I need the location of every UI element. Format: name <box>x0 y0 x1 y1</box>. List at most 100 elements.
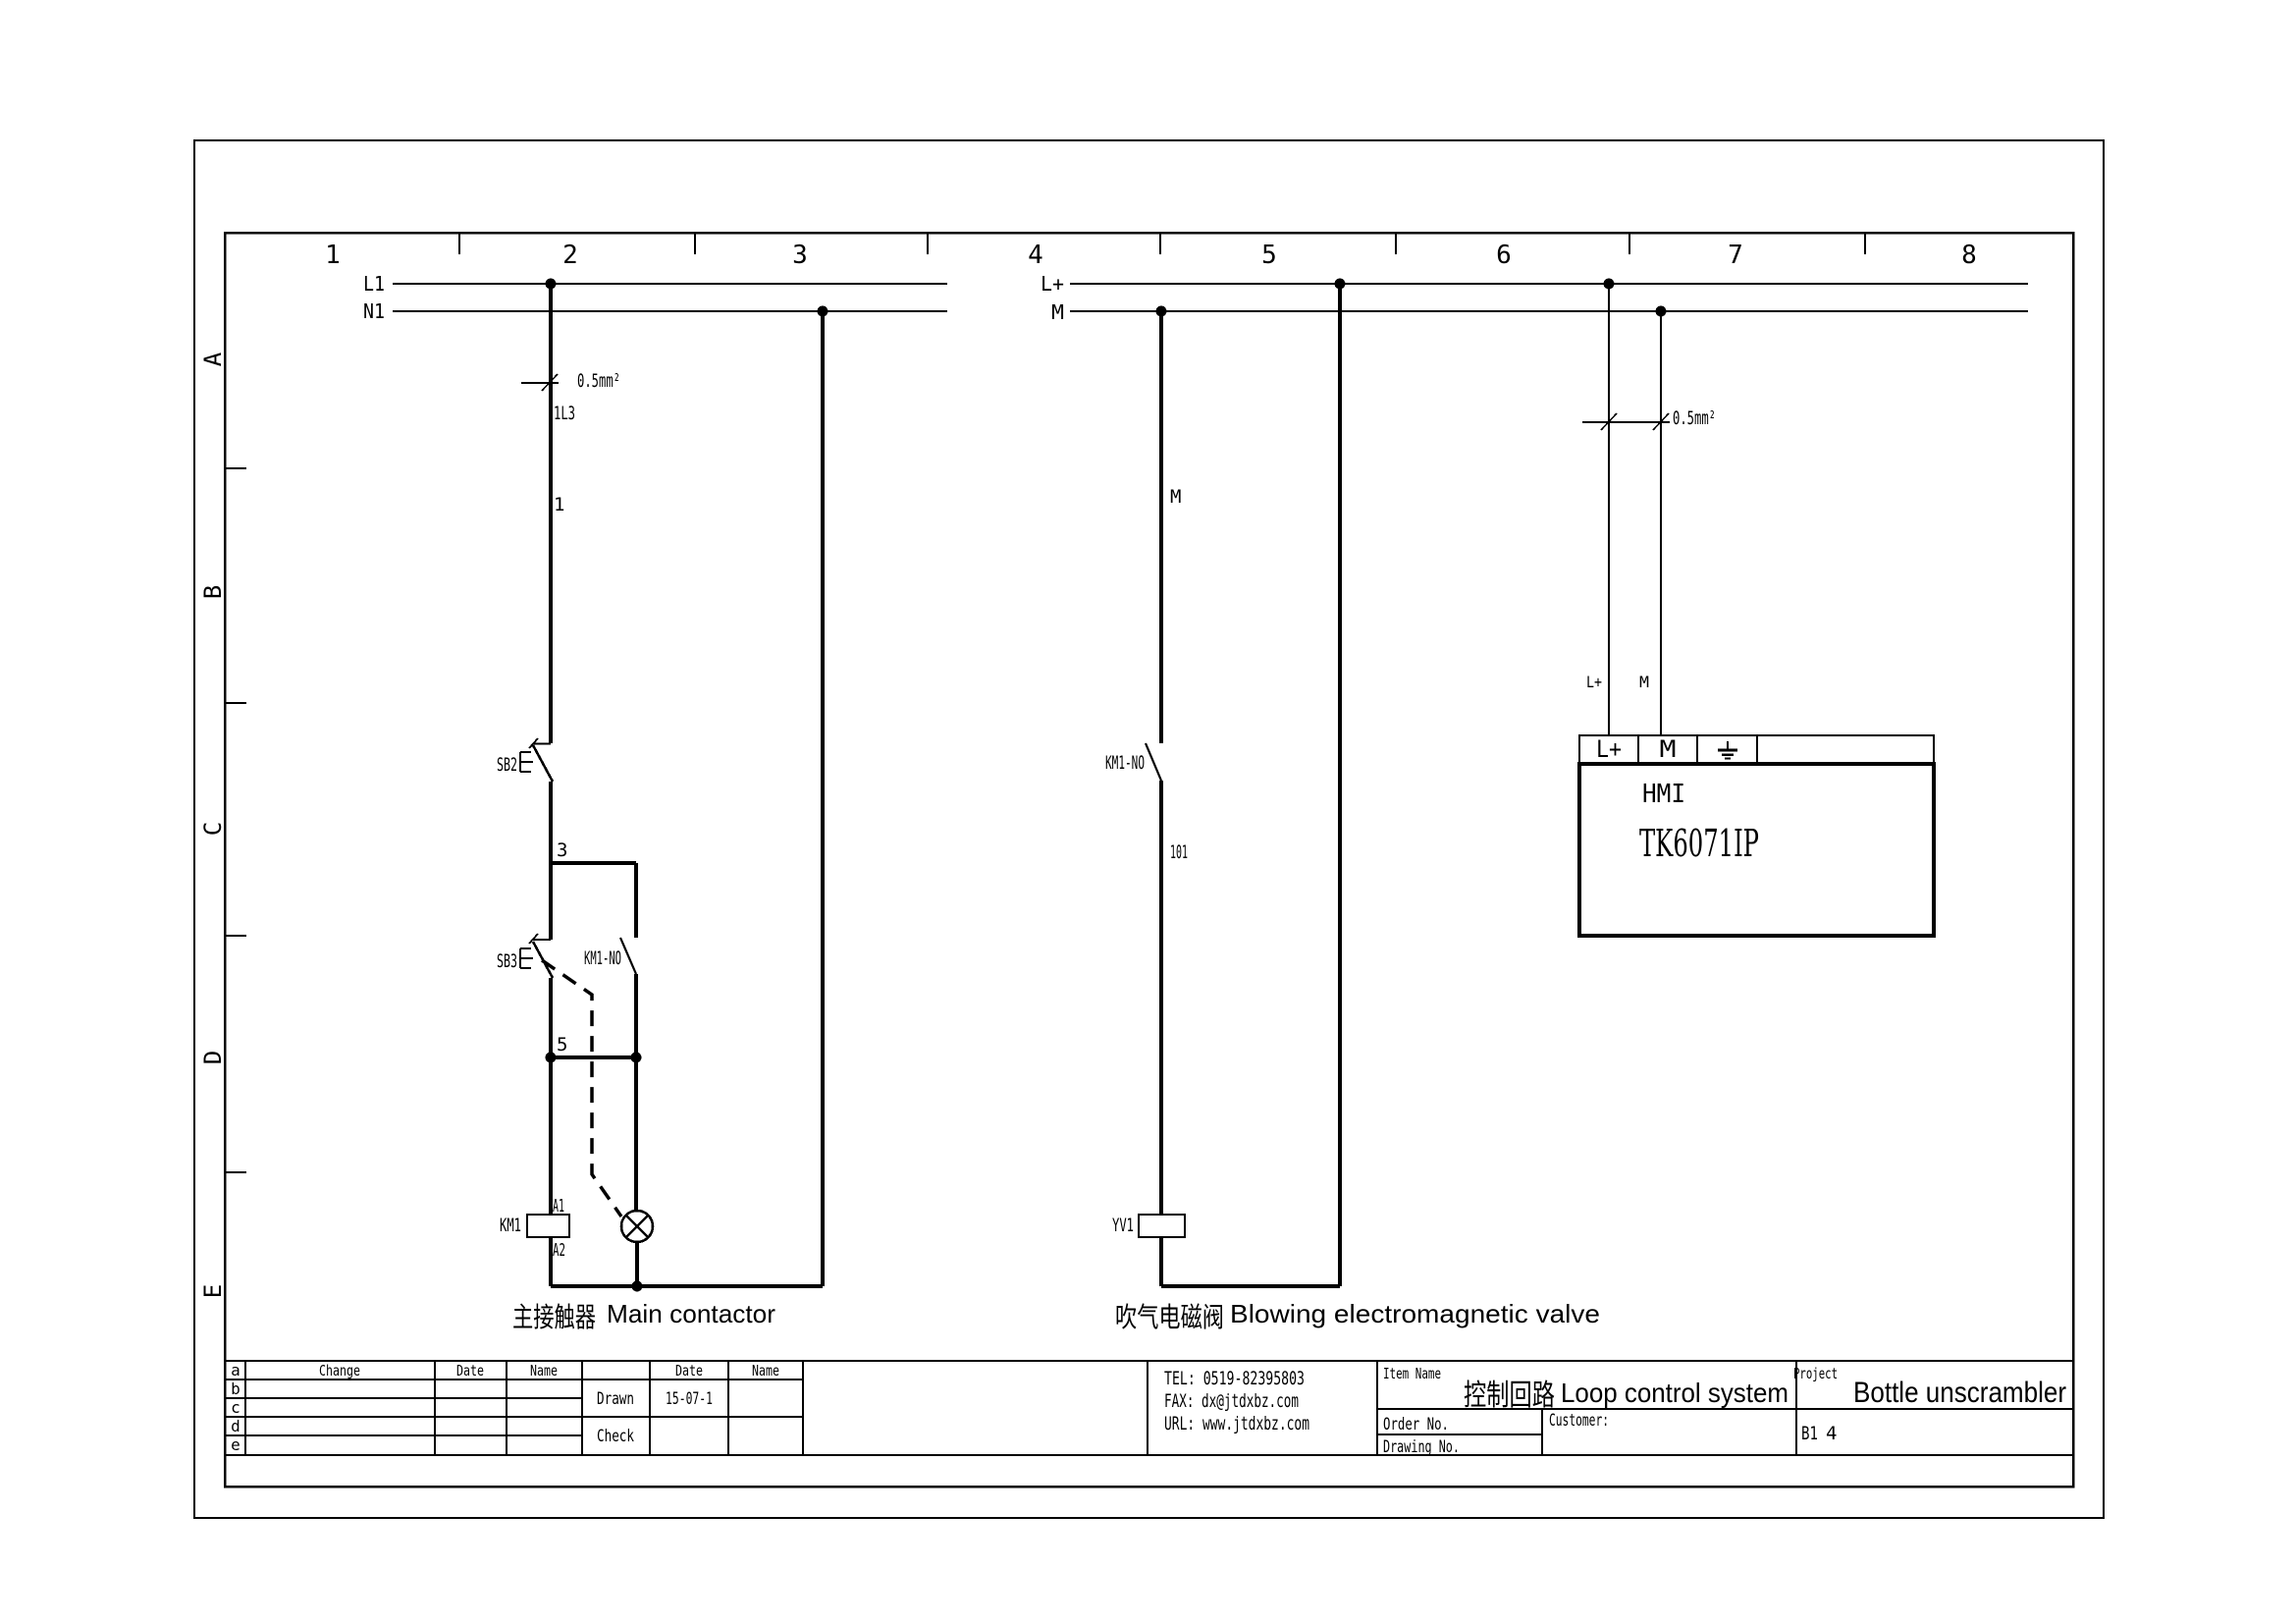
hmi-terminal-m: M <box>1660 735 1677 763</box>
yv1-coil <box>1137 1213 1187 1239</box>
hmi-body <box>1577 762 1936 938</box>
caption-cn: 主接触器 <box>512 1301 596 1333</box>
wire-number: 5 <box>557 1034 567 1055</box>
bus-n1-label: N1 <box>363 299 385 323</box>
km1no-blade <box>618 937 638 975</box>
junction-dot <box>817 305 828 317</box>
bus-m-label: M <box>1051 300 1064 324</box>
km1no-label: KM1-NO <box>1105 752 1145 774</box>
drawing-no-label: Drawing No. <box>1383 1437 1460 1457</box>
company-fax: FAX: dx@jtdxbz.com <box>1164 1390 1299 1412</box>
wire-number: 1 <box>554 494 564 515</box>
junction-dot <box>545 1052 557 1063</box>
appr-header-date: Date <box>675 1362 703 1380</box>
drawing-frame <box>193 139 2105 1519</box>
column-label: 7 <box>1728 241 1743 270</box>
company-tel: TEL: 0519-82395803 <box>1164 1368 1305 1389</box>
wire-gauge-label: 0.5mm² <box>1673 407 1716 429</box>
junction-dot <box>1155 305 1167 317</box>
column-label: 3 <box>792 241 808 270</box>
row-ticks <box>225 467 246 1173</box>
rev-row-letter: a <box>231 1361 240 1380</box>
row-label: A <box>199 352 227 366</box>
rev-row-letter: c <box>231 1398 240 1417</box>
junction-dot <box>1655 305 1667 317</box>
item-name-label: Item Name <box>1383 1365 1441 1382</box>
column-label: 6 <box>1496 241 1512 270</box>
company-url: URL: www.jtdxbz.com <box>1164 1413 1309 1434</box>
terminal-a2-label: A2 <box>553 1240 565 1261</box>
row-label: E <box>199 1284 227 1298</box>
column-label: 5 <box>1261 241 1277 270</box>
bus-lplus-label: L+ <box>1041 272 1064 296</box>
junction-dot <box>1334 278 1346 290</box>
hmi-wire-m-label: M <box>1639 673 1649 691</box>
bus-l1-label: L1 <box>363 272 385 296</box>
rev-row-letter: e <box>231 1435 240 1454</box>
drawn-label: Drawn <box>597 1389 634 1409</box>
lamp-icon <box>619 1209 655 1244</box>
km1no-label: KM1-NO <box>584 947 621 969</box>
column-label: 8 <box>1961 241 1977 270</box>
junction-dot <box>545 278 557 290</box>
rev-header-change: Change <box>319 1362 360 1380</box>
wire-number: 101 <box>1170 841 1188 863</box>
wire-number: 3 <box>557 839 567 861</box>
drawn-date: 15-07-1 <box>666 1389 713 1409</box>
sb2-actuator-icon <box>518 750 533 774</box>
column-label: 2 <box>562 241 578 270</box>
hmi-wire-lplus-label: L+ <box>1586 673 1602 691</box>
item-name-cn: 控制回路 <box>1464 1379 1555 1413</box>
yv1-label: YV1 <box>1112 1215 1134 1236</box>
outer-border <box>193 139 2105 1519</box>
km1-label: KM1 <box>500 1215 521 1236</box>
column-label: 4 <box>1028 241 1043 270</box>
hmi-name: HMI <box>1642 780 1685 809</box>
hmi-block: L+ M HMI TK6071IP <box>1577 734 1936 938</box>
terminal-a1-label: A1 <box>553 1196 564 1217</box>
item-name-en: Loop control system <box>1561 1378 1789 1408</box>
check-label: Check <box>597 1427 634 1446</box>
row-ruler: A B C D E <box>199 352 227 1298</box>
sb3-contact <box>518 933 555 979</box>
row-label: B <box>199 585 227 599</box>
ground-icon <box>1718 741 1737 760</box>
rev-row-letter: b <box>231 1380 240 1398</box>
caption-en: Blowing electromagnetic valve <box>1230 1299 1600 1328</box>
junction-dot <box>630 1052 642 1063</box>
column-ticks <box>458 233 1866 254</box>
gauge-marker <box>1582 412 1670 431</box>
doc-sheet: 4 <box>1826 1423 1837 1444</box>
sb2-contact <box>518 737 555 783</box>
wire-number: M <box>1170 486 1181 508</box>
column-ruler: 1 2 3 4 5 6 7 8 <box>325 241 1977 270</box>
caption-en: Main contactor <box>607 1299 775 1328</box>
right-circuit: L+ M M KM1-NO 101 YV1 L+ M 0.5mm² 吹气电磁阀 … <box>1041 272 2028 1333</box>
junction-dot <box>631 1280 643 1292</box>
tb-verticals <box>244 1361 1797 1455</box>
km1-coil <box>525 1213 571 1239</box>
wire-number: 1L3 <box>554 403 575 424</box>
sb3-label: SB3 <box>497 950 517 972</box>
left-circuit: L1 N1 0.5mm² 1L3 1 SB2 3 SB3 KM1-NO 5 KM… <box>363 272 947 1333</box>
km1no-blade <box>1144 742 1163 782</box>
rev-header-name: Name <box>530 1362 558 1380</box>
hmi-model: TK6071IP <box>1639 822 1759 865</box>
project-label: Project <box>1793 1365 1838 1382</box>
project-name: Bottle unscrambler <box>1853 1377 2066 1409</box>
row-label: C <box>199 822 227 836</box>
sb3-actuator-icon <box>518 947 533 970</box>
caption-cn: 吹气电磁阀 <box>1115 1301 1224 1333</box>
wire-gauge-label: 0.5mm² <box>577 370 620 392</box>
sb2-label: SB2 <box>497 754 517 776</box>
row-label: D <box>199 1051 227 1064</box>
tb-horizontals <box>225 1379 2073 1436</box>
junction-dot <box>1603 278 1615 290</box>
mechanical-link <box>541 958 623 1218</box>
rev-row-letter: d <box>231 1417 240 1435</box>
appr-header-name: Name <box>752 1362 779 1380</box>
doc-code: B1 <box>1801 1423 1818 1444</box>
gauge-marker <box>521 373 559 392</box>
order-no-label: Order No. <box>1383 1415 1449 1434</box>
